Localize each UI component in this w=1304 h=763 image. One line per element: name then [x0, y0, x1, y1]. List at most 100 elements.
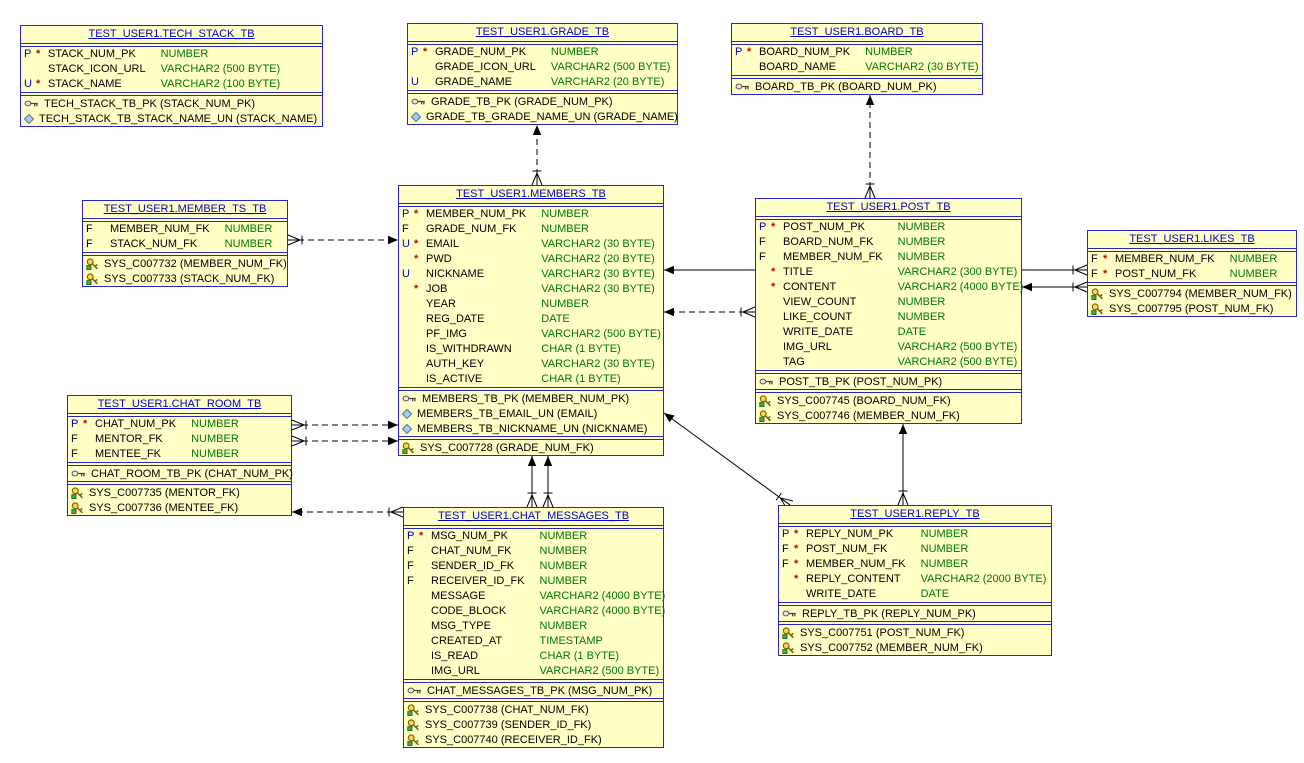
column-key-marker: P	[24, 48, 32, 60]
unique-diamond-icon	[402, 408, 412, 419]
foreign-key-section: SYS_C007751 (POST_NUM_FK) SYS_C007752 (ME…	[779, 624, 1051, 655]
column-name: VIEW_COUNT	[783, 296, 857, 308]
pk-key-icon	[759, 377, 774, 386]
foreign-key-section: SYS_C007745 (BOARD_NUM_FK)SYS_C007746 (M…	[756, 392, 1021, 423]
relationship-likes_to_post[interactable]	[1022, 281, 1088, 293]
column-name: SENDER_ID_FK	[431, 560, 515, 572]
foreign-key-row: SYS_C007746 (MEMBER_NUM_FK)	[756, 408, 1021, 423]
constraint-row: TECH_STACK_TB_PK (STACK_NUM_PK)	[21, 96, 322, 111]
foreign-key-label: SYS_C007739 (SENDER_ID_FK)	[425, 718, 592, 731]
constraint-row: MEMBERS_TB_PK (MEMBER_NUM_PK)	[399, 391, 663, 406]
constraint-label: GRADE_TB_GRADE_NAME_UN (GRADE_NAME)	[426, 110, 678, 123]
child-crowfoot	[740, 306, 756, 318]
foreign-key-row: SYS_C007736 (MENTEE_FK)	[68, 500, 291, 515]
constraint-section: BOARD_TB_PK (BOARD_NUM_PK)	[732, 78, 982, 94]
constraint-label: TECH_STACK_TB_STACK_NAME_UN (STACK_NAME)	[39, 112, 318, 125]
table-title: TEST_USER1.LIKES_TB	[1088, 231, 1296, 249]
relationship-members_to_grade[interactable]	[531, 125, 543, 186]
column-type: VARCHAR2 (300 BYTE)	[897, 266, 1018, 278]
foreign-key-label: SYS_C007728 (GRADE_NUM_FK)	[420, 441, 594, 454]
column-type: NUMBER	[539, 530, 588, 542]
column-key-marker: F	[782, 558, 789, 570]
constraint-label: CHAT_ROOM_TB_PK (CHAT_NUM_PK)	[91, 467, 293, 480]
table-title-text: TEST_USER1.TECH_STACK_TB	[88, 28, 255, 40]
column-name: POST_NUM_FK	[1115, 268, 1197, 280]
column-key-marker: U	[24, 78, 32, 90]
relationship-member_ts_to_members[interactable]	[287, 234, 398, 246]
column-name: STACK_NUM_FK	[110, 238, 198, 250]
table-title-text: TEST_USER1.CHAT_MESSAGES_TB	[437, 510, 630, 522]
child-crowfoot	[897, 490, 909, 506]
column-type: NUMBER	[191, 433, 239, 445]
child-crowfoot	[775, 492, 794, 510]
column-type: VARCHAR2 (30 BYTE)	[541, 268, 655, 280]
fk-key-icon	[407, 733, 420, 746]
column-required-marker: *	[747, 46, 752, 58]
table-title: TEST_USER1.CHAT_ROOM_TB	[68, 396, 291, 414]
column-type: NUMBER	[539, 560, 588, 572]
child-crowfoot	[291, 435, 307, 447]
table-title-text: TEST_USER1.REPLY_TB	[850, 508, 980, 520]
column-type: TIMESTAMP	[539, 635, 603, 647]
column-key-marker: F	[407, 575, 414, 587]
foreign-key-label: SYS_C007746 (MEMBER_NUM_FK)	[777, 409, 960, 422]
column-required-marker: *	[36, 78, 41, 90]
constraint-label: GRADE_TB_PK (GRADE_NUM_PK)	[431, 95, 613, 108]
parent-arrowhead	[664, 413, 675, 423]
constraint-section: POST_TB_PK (POST_NUM_PK)	[756, 373, 1021, 390]
foreign-key-label: SYS_C007736 (MENTEE_FK)	[89, 501, 239, 514]
column-type: VARCHAR2 (4000 BYTE)	[539, 590, 666, 602]
column-type: VARCHAR2 (20 BYTE)	[541, 253, 655, 265]
relationship-reply_to_members[interactable]	[663, 412, 794, 510]
constraint-row: CHAT_MESSAGES_TB_PK (MSG_NUM_PK)	[404, 683, 663, 698]
foreign-key-section: SYS_C007735 (MENTOR_FK)SYS_C007736 (MENT…	[68, 484, 291, 515]
pk-key-icon	[24, 99, 39, 108]
relationship-chat_messages_receiver_to_members[interactable]	[542, 456, 554, 508]
parent-arrowhead	[898, 424, 908, 434]
pk-key-icon	[71, 469, 86, 478]
column-name: IMG_URL	[783, 341, 832, 353]
relationship-post_to_board[interactable]	[864, 95, 876, 199]
column-type: DATE	[541, 313, 570, 325]
relationship-chat_room_mentor_to_members[interactable]	[291, 419, 398, 431]
table-title: TEST_USER1.TECH_STACK_TB	[21, 26, 322, 44]
fk-key-icon	[782, 641, 795, 654]
column-required-marker: *	[1103, 268, 1108, 280]
constraint-label: POST_TB_PK (POST_NUM_PK)	[779, 375, 943, 388]
child-crowfoot	[1072, 281, 1088, 293]
column-required-marker: *	[414, 283, 419, 295]
column-required-marker: *	[36, 48, 41, 60]
relationship-post_to_members[interactable]	[664, 306, 756, 318]
column-key-marker: F	[407, 560, 414, 572]
table-title-text: TEST_USER1.MEMBER_TS_TB	[103, 203, 267, 215]
foreign-key-label: SYS_C007751 (POST_NUM_FK)	[800, 626, 965, 639]
relationship-chat_messages_to_chat_room[interactable]	[292, 506, 404, 518]
column-name: WRITE_DATE	[806, 588, 877, 600]
table-title: TEST_USER1.MEMBERS_TB	[399, 186, 663, 204]
relationship-reply_to_post[interactable]	[897, 424, 909, 506]
table-title-text: TEST_USER1.MEMBERS_TB	[456, 188, 606, 200]
relationship-chat_messages_sender_to_members[interactable]	[526, 456, 538, 508]
foreign-key-row: SYS_C007733 (STACK_NUM_FK)	[83, 271, 287, 286]
column-name: IMG_URL	[431, 665, 480, 677]
foreign-key-label: SYS_C007752 (MEMBER_NUM_FK)	[800, 641, 983, 654]
column-type: VARCHAR2 (100 BYTE)	[160, 78, 281, 90]
child-crowfoot	[542, 492, 554, 508]
foreign-key-section: SYS_C007728 (GRADE_NUM_FK)	[399, 439, 663, 455]
parent-arrowhead	[388, 420, 398, 430]
relationship-chat_room_mentee_to_members[interactable]	[291, 435, 398, 447]
fk-key-icon	[86, 272, 99, 285]
